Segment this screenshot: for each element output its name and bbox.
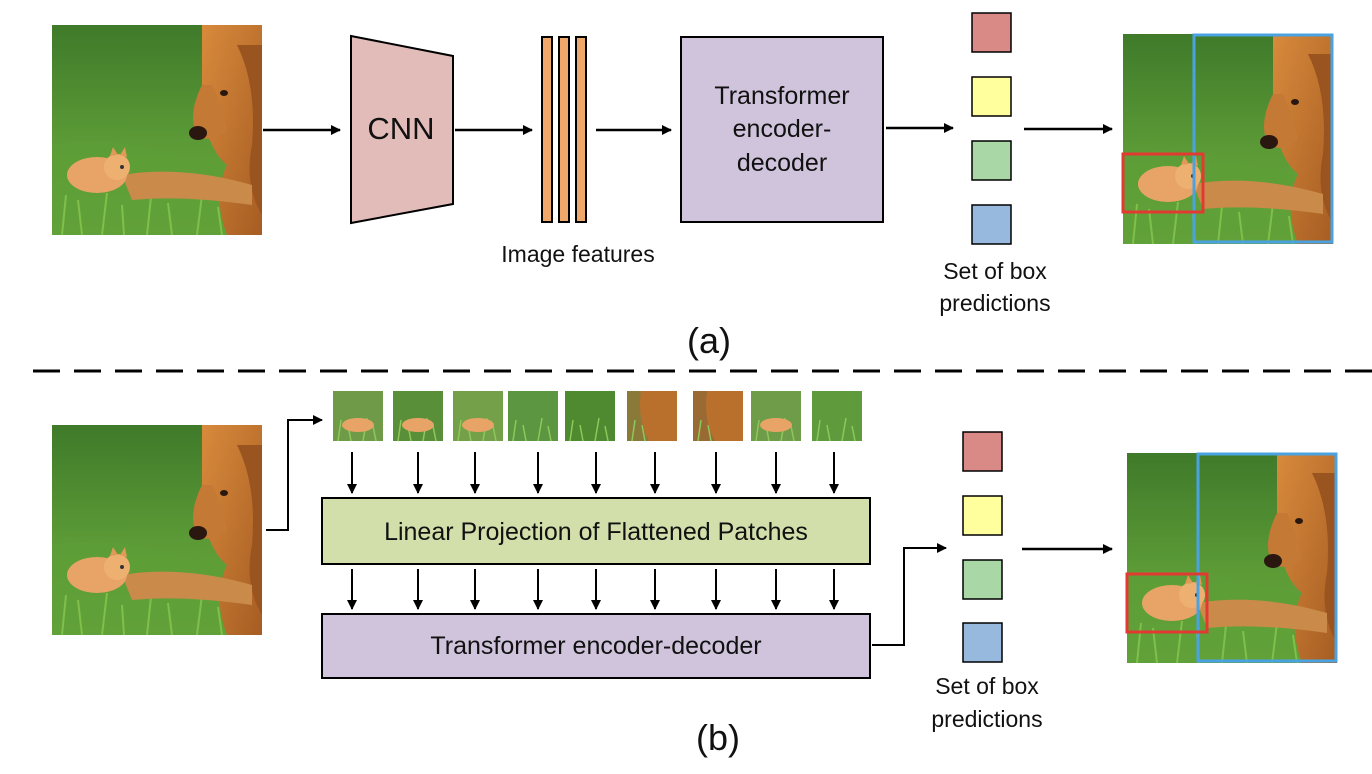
linear-projection-block xyxy=(321,497,871,565)
image-patch xyxy=(627,391,677,442)
cnn-label: CNN xyxy=(367,111,434,146)
panel-a: CNN Image features Transformer encoder- … xyxy=(51,12,1334,361)
predictions-label-line1: Set of box xyxy=(943,258,1047,284)
prediction-blue xyxy=(971,204,1012,245)
input-image-b xyxy=(51,424,263,636)
arrow-transformer-to-predictions-b xyxy=(872,543,947,646)
transformer-block-a xyxy=(680,36,884,223)
prediction-green xyxy=(962,559,1003,600)
box-predictions-b xyxy=(962,431,1003,663)
arrow-image-to-patches xyxy=(266,415,323,531)
image-patch xyxy=(508,391,558,442)
prediction-yellow xyxy=(971,76,1012,117)
feature-bar xyxy=(575,36,587,223)
linear-projection-label: Linear Projection of Flattened Patches xyxy=(384,518,808,546)
cnn-block xyxy=(350,34,454,225)
detected-kitten-box xyxy=(1125,572,1209,634)
patch-arrows-middle xyxy=(347,569,839,610)
feature-bar xyxy=(541,36,553,223)
output-image-a xyxy=(1121,33,1334,245)
image-patch xyxy=(565,391,615,442)
prediction-green xyxy=(971,140,1012,181)
caption-a: (a) xyxy=(687,320,731,361)
predictions-label-line2: predictions xyxy=(939,290,1050,316)
patch-arrows-top xyxy=(347,452,839,494)
image-features xyxy=(541,36,587,223)
prediction-blue xyxy=(962,622,1003,663)
detected-kitten-box xyxy=(1121,152,1205,214)
transformer-label-line1: Transformer xyxy=(714,82,849,110)
panel-b: Linear Projection of Flattened Patches T… xyxy=(51,391,1338,758)
image-patch xyxy=(393,391,443,442)
feature-bar xyxy=(558,36,570,223)
output-image-b xyxy=(1125,452,1338,664)
image-patch xyxy=(812,391,862,442)
image-patch xyxy=(333,391,383,442)
transformer-label-b: Transformer encoder-decoder xyxy=(430,632,761,660)
transformer-block-b xyxy=(321,613,871,679)
prediction-yellow xyxy=(962,495,1003,536)
detected-dog-box xyxy=(1192,33,1334,244)
input-image-a xyxy=(51,24,263,236)
image-patch xyxy=(453,391,503,442)
image-patch xyxy=(693,391,743,442)
prediction-red xyxy=(971,12,1012,53)
predictions-label-b-line2: predictions xyxy=(931,706,1042,732)
image-patches xyxy=(333,391,862,442)
image-patch xyxy=(751,391,801,442)
transformer-label-line3: decoder xyxy=(737,149,827,177)
predictions-label-b-line1: Set of box xyxy=(935,673,1039,699)
detected-dog-box xyxy=(1196,452,1338,663)
box-predictions-a xyxy=(971,12,1012,245)
image-features-label: Image features xyxy=(501,241,654,267)
prediction-red xyxy=(962,431,1003,472)
caption-b: (b) xyxy=(696,717,740,758)
transformer-label-line2: encoder- xyxy=(733,115,832,143)
